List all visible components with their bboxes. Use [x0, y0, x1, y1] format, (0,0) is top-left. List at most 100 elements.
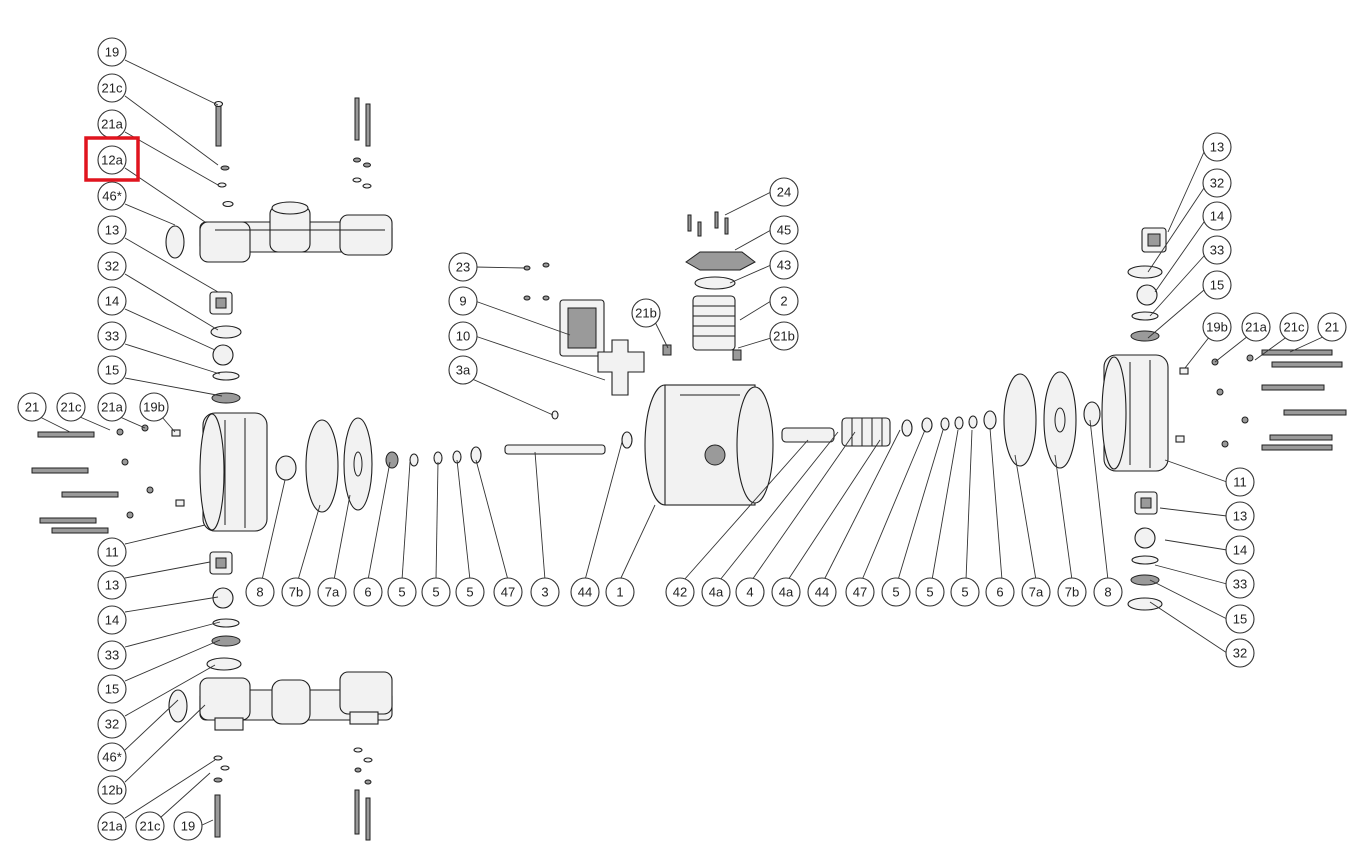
callout-text: 5 — [432, 585, 439, 600]
callout-text: 7a — [325, 585, 340, 600]
callout-9: 9 — [448, 286, 478, 316]
callout-text: 5 — [926, 585, 933, 600]
callout-circle — [139, 392, 169, 422]
callout-text: 2 — [780, 294, 787, 309]
leader-line — [1154, 564, 1228, 585]
callout-circle — [97, 570, 127, 600]
diaphragm-stack-left — [275, 417, 482, 513]
callout-10: 10 — [448, 321, 478, 351]
callout-circle — [448, 321, 478, 351]
callout-3a: 3a — [448, 355, 478, 385]
callout-47: 47 — [493, 577, 523, 607]
leader-line — [584, 441, 623, 581]
top-left-bolt — [213, 100, 224, 147]
leader-line — [931, 429, 959, 581]
callout-circle — [1225, 604, 1255, 634]
callout-circle — [1317, 312, 1347, 342]
callout-1: 1 — [605, 577, 635, 607]
callout-circle — [881, 577, 911, 607]
callout-circle — [631, 298, 661, 328]
left-bolts-21 — [31, 424, 185, 534]
callout-8: 8 — [1093, 577, 1123, 607]
leader-line — [124, 561, 211, 579]
callout-text: 7b — [289, 585, 303, 600]
callout-text: 19 — [181, 819, 195, 834]
callout-circle — [769, 177, 799, 207]
callout-circle — [448, 252, 478, 282]
leader-line — [124, 59, 219, 106]
callout-text: 47 — [853, 585, 867, 600]
callout-circle — [97, 355, 127, 385]
callout-circle — [1021, 577, 1051, 607]
callout-circle — [1225, 535, 1255, 565]
discharge-manifold-top — [199, 201, 393, 263]
callout-15: 15 — [97, 355, 127, 385]
callout-circle — [1202, 235, 1232, 265]
callout-6: 6 — [985, 577, 1015, 607]
callout-circle — [17, 392, 47, 422]
callout-text: 12a — [101, 153, 123, 168]
highlight-box — [84, 136, 140, 182]
leader-line — [683, 439, 809, 581]
callout-circle — [1202, 312, 1232, 342]
seat-15-left-bottom — [211, 635, 241, 647]
callout-text: 3 — [541, 585, 548, 600]
outer-chamber-11-right — [1101, 354, 1169, 472]
right-bolts-21 — [1175, 349, 1347, 451]
callout-text: 19 — [105, 45, 119, 60]
callout-circle — [353, 577, 383, 607]
callout-circle — [1202, 270, 1232, 300]
callout-text: 32 — [105, 259, 119, 274]
callout-circle — [173, 811, 203, 841]
callout-5: 5 — [455, 577, 485, 607]
callout-text: 14 — [105, 294, 119, 309]
callout-text: 9 — [459, 294, 466, 309]
leader-line — [1089, 419, 1109, 581]
callout-text: 21c — [102, 81, 123, 96]
callout-text: 5 — [961, 585, 968, 600]
leader-line — [474, 335, 606, 381]
seat-oring-32-right-top — [1127, 265, 1163, 279]
callout-circle — [771, 577, 801, 607]
leader-line — [1149, 579, 1228, 620]
callout-text: 6 — [996, 585, 1003, 600]
callout-21c: 21c — [1279, 312, 1309, 342]
callout-circle — [56, 392, 86, 422]
leader-line — [435, 461, 439, 581]
ball-14-left-top — [212, 344, 234, 366]
oring-33-right-bottom — [1131, 555, 1159, 565]
callout-21b: 21b — [769, 321, 799, 351]
callout-text: 5 — [398, 585, 405, 600]
callout-33: 33 — [1202, 235, 1232, 265]
leader-line — [124, 621, 221, 648]
seat-oring-32-left-top — [210, 325, 242, 339]
leader-line — [261, 479, 286, 581]
screws-23 — [523, 262, 550, 301]
callout-circle — [97, 709, 127, 739]
callout-5: 5 — [950, 577, 980, 607]
callout-circle — [701, 577, 731, 607]
center-body-1 — [644, 384, 774, 506]
callout-42: 42 — [665, 577, 695, 607]
valve-cage-13-left-top — [209, 291, 233, 315]
callout-text: 19b — [1206, 320, 1228, 335]
callout-5: 5 — [881, 577, 911, 607]
leader-line — [897, 429, 944, 581]
leader-line — [124, 203, 176, 226]
callout-circle — [97, 392, 127, 422]
callout-circle — [769, 286, 799, 316]
callout-circle — [570, 577, 600, 607]
callout-circle — [97, 181, 127, 211]
leader-line — [124, 524, 206, 545]
callout-circle — [735, 577, 765, 607]
callout-circle — [281, 577, 311, 607]
callout-circle — [97, 215, 127, 245]
leader-line — [737, 337, 772, 349]
top-left-washers — [217, 165, 234, 208]
callout-text: 8 — [256, 585, 263, 600]
callout-text: 46* — [102, 750, 122, 765]
callout-3: 3 — [530, 577, 560, 607]
seat-15-right-top — [1130, 330, 1160, 342]
callout-circle — [97, 73, 127, 103]
